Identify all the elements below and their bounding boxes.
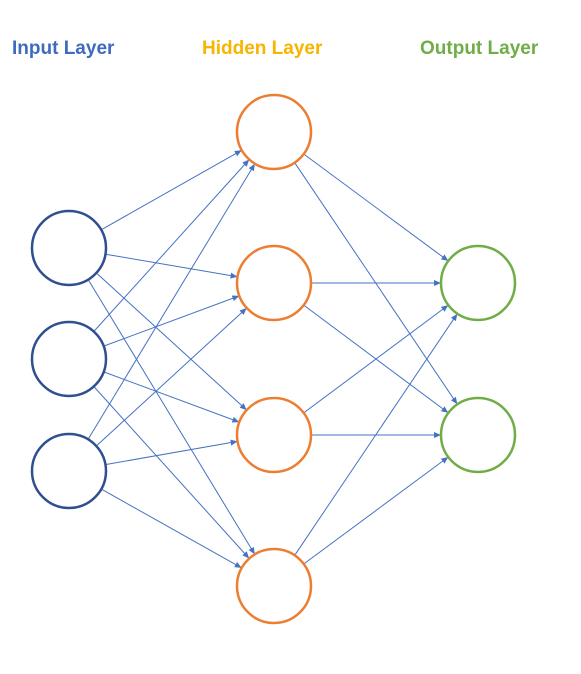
edge-input-1-to-hidden-2 <box>105 253 238 279</box>
edge-hidden-4-to-output-1 <box>294 313 458 556</box>
edge-hidden-4-to-output-2 <box>303 456 449 565</box>
edge-input-3-to-hidden-4 <box>101 488 242 569</box>
edge-hidden-1-to-output-1 <box>303 153 449 262</box>
hidden-node-3 <box>235 396 313 474</box>
input-node-2 <box>30 320 108 398</box>
edge-input-1-to-hidden-1 <box>100 149 243 231</box>
input-node-1 <box>30 209 108 287</box>
input-node-3 <box>30 432 108 510</box>
hidden-node-4 <box>235 547 313 625</box>
edge-input-3-to-hidden-3 <box>105 439 238 466</box>
hidden-node-1 <box>235 93 313 171</box>
edge-input-1-to-hidden-4 <box>87 279 256 555</box>
output-node-2 <box>439 396 517 474</box>
hidden-node-2 <box>235 244 313 322</box>
edge-input-3-to-hidden-2 <box>95 307 248 447</box>
edge-input-2-to-hidden-1 <box>93 159 250 332</box>
edge-input-3-to-hidden-1 <box>87 163 256 440</box>
edge-input-2-to-hidden-3 <box>103 371 240 423</box>
input-layer-title: Input Layer <box>12 38 115 59</box>
edge-input-2-to-hidden-2 <box>103 295 240 347</box>
output-layer-title: Output Layer <box>420 38 539 59</box>
hidden-layer-title: Hidden Layer <box>202 38 323 59</box>
edge-input-2-to-hidden-4 <box>93 386 250 559</box>
edge-input-1-to-hidden-3 <box>95 272 248 411</box>
output-node-1 <box>439 244 517 322</box>
connections <box>87 149 458 569</box>
neurons <box>30 93 517 625</box>
edge-hidden-3-to-output-1 <box>303 304 449 414</box>
